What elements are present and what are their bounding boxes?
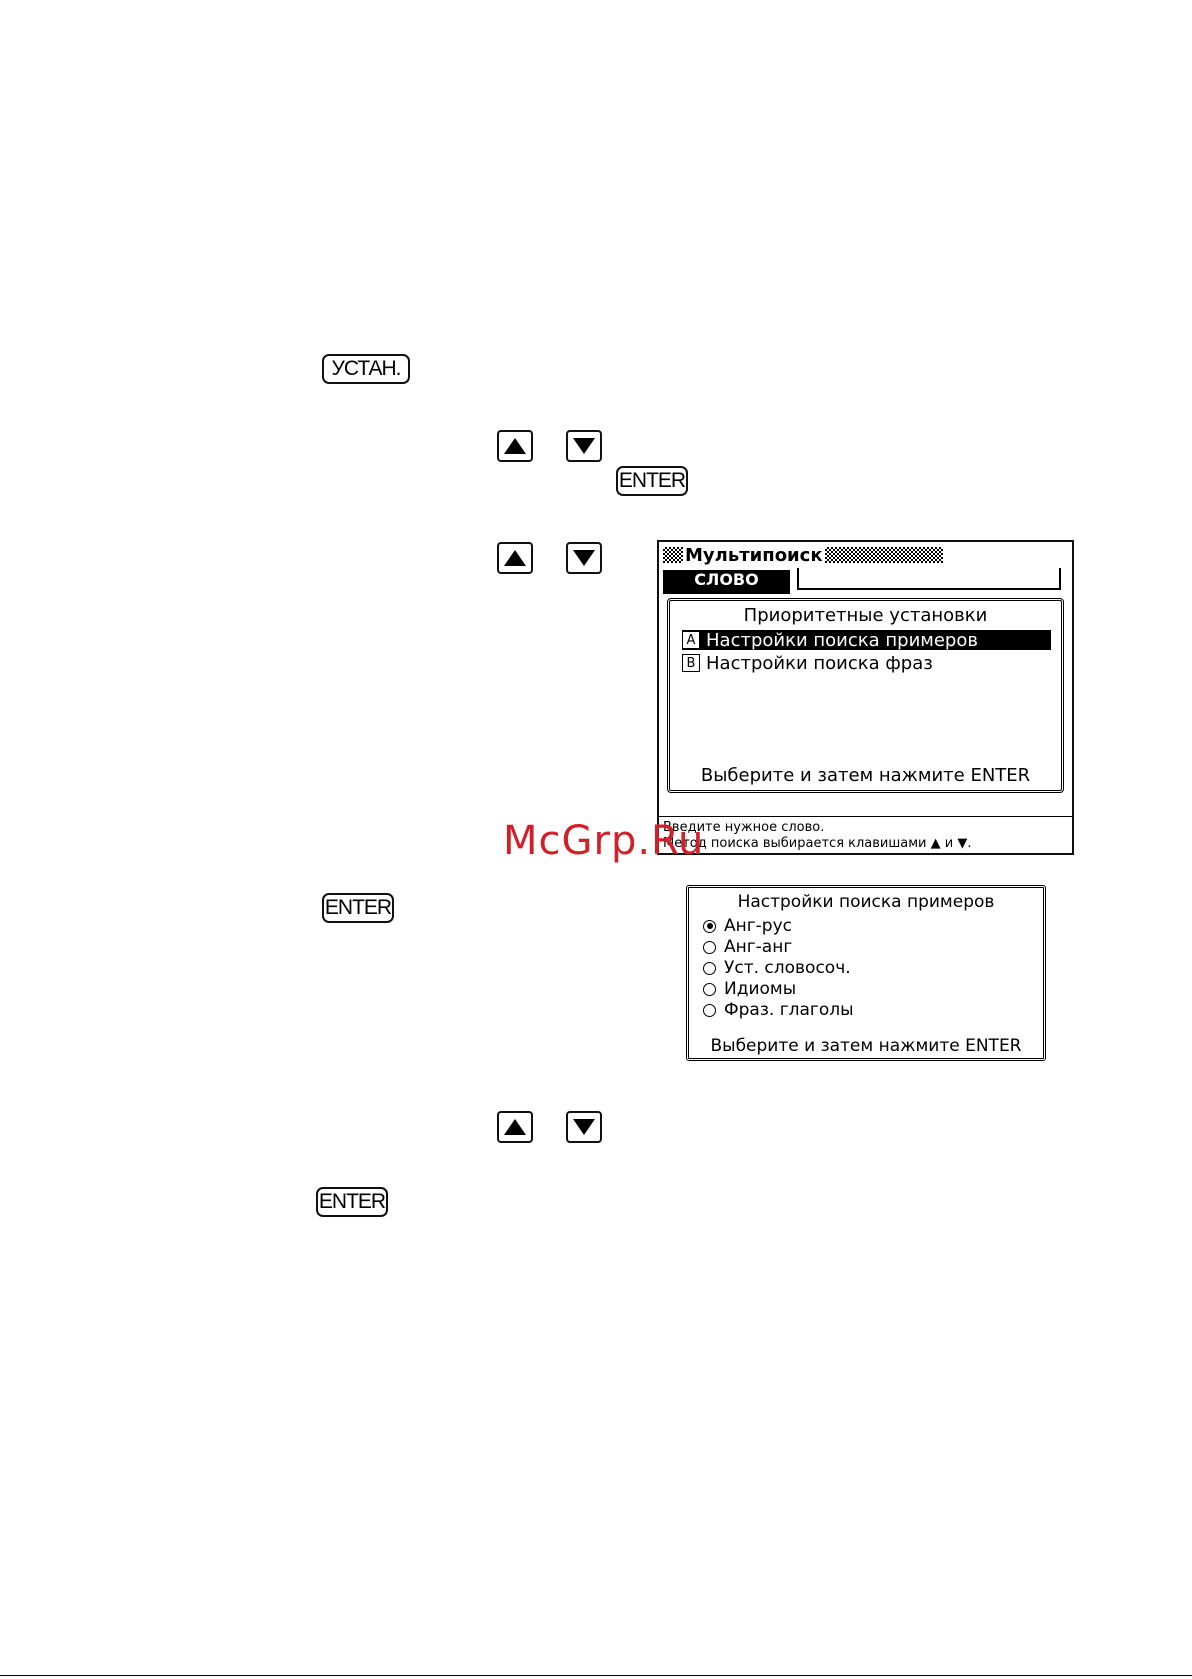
screen-title-bar: Мультипоиск [663,544,1068,566]
down-arrow-key [566,542,602,574]
title-pattern-left [663,547,683,563]
radio-option-idioms[interactable]: Идиомы [703,979,796,999]
enter-key-step4: ENTER [322,893,394,923]
up-arrow-icon [504,1119,526,1135]
option-label: Настройки поиска примеров [706,629,978,651]
radio-option-ang-rus[interactable]: Анг-рус [703,916,792,936]
watermark: McGrp.Ru [503,818,705,864]
up-arrow-key [497,1111,533,1143]
priority-settings-dialog: Приоритетные установки A Настройки поиск… [667,598,1064,793]
status-text: Введите нужное слово. Метод поиска выбир… [663,820,971,852]
option-letter: A [682,631,700,649]
option-phrase-search[interactable]: B Настройки поиска фраз [682,652,1051,674]
option-example-search[interactable]: A Настройки поиска примеров [682,629,1051,651]
option-label: Настройки поиска фраз [706,652,933,674]
radio-unchecked-icon [703,1003,716,1017]
option-label: Фраз. глаголы [724,1000,854,1020]
multisearch-screen: Мультипоиск СЛОВО Приоритетные установки… [657,540,1074,855]
status-line-2: Метод поиска выбирается клавишами ▲ и ▼. [663,836,972,851]
down-arrow-icon [573,550,595,566]
page-bottom-rule [0,1675,1192,1676]
title-pattern-right [824,547,943,563]
status-line-1: Введите нужное слово. [663,820,825,835]
word-input[interactable] [797,568,1061,590]
status-divider [659,816,1072,817]
down-arrow-icon [573,438,595,454]
partial-row [663,588,790,594]
radio-option-phrasal-verbs[interactable]: Фраз. глаголы [703,1000,854,1020]
example-search-settings-screen: Настройки поиска примеров Анг-рус Анг-ан… [686,885,1046,1061]
field-label: СЛОВО [663,570,790,589]
radio-unchecked-icon [703,982,716,996]
radio-option-collocations[interactable]: Уст. словосоч. [703,958,851,978]
screen-title: Мультипоиск [685,544,823,566]
down-arrow-key [566,1111,602,1143]
up-arrow-key [497,542,533,574]
up-arrow-icon [504,550,526,566]
up-arrow-icon [504,438,526,454]
option-label: Анг-рус [724,916,793,936]
dialog-footer: Выберите и затем нажмите ENTER [700,765,1031,786]
setup-key: УСТАН. [322,354,410,384]
dialog-title: Приоритетные установки [743,605,988,626]
radio-option-ang-ang[interactable]: Анг-анг [703,937,792,957]
radio-checked-icon [703,919,716,933]
option-letter: B [682,654,700,672]
enter-key-step2: ENTER [616,466,688,496]
radio-unchecked-icon [703,940,716,954]
dialog-title: Настройки поиска примеров [737,892,995,912]
option-label: Идиомы [724,979,797,999]
enter-key-step6: ENTER [316,1187,388,1217]
dialog-footer: Выберите и затем нажмите ENTER [710,1036,1022,1056]
option-label: Уст. словосоч. [724,958,851,978]
down-arrow-key [566,430,602,462]
radio-unchecked-icon [703,961,716,975]
up-arrow-key [497,430,533,462]
down-arrow-icon [573,1119,595,1135]
option-label: Анг-анг [724,937,793,957]
